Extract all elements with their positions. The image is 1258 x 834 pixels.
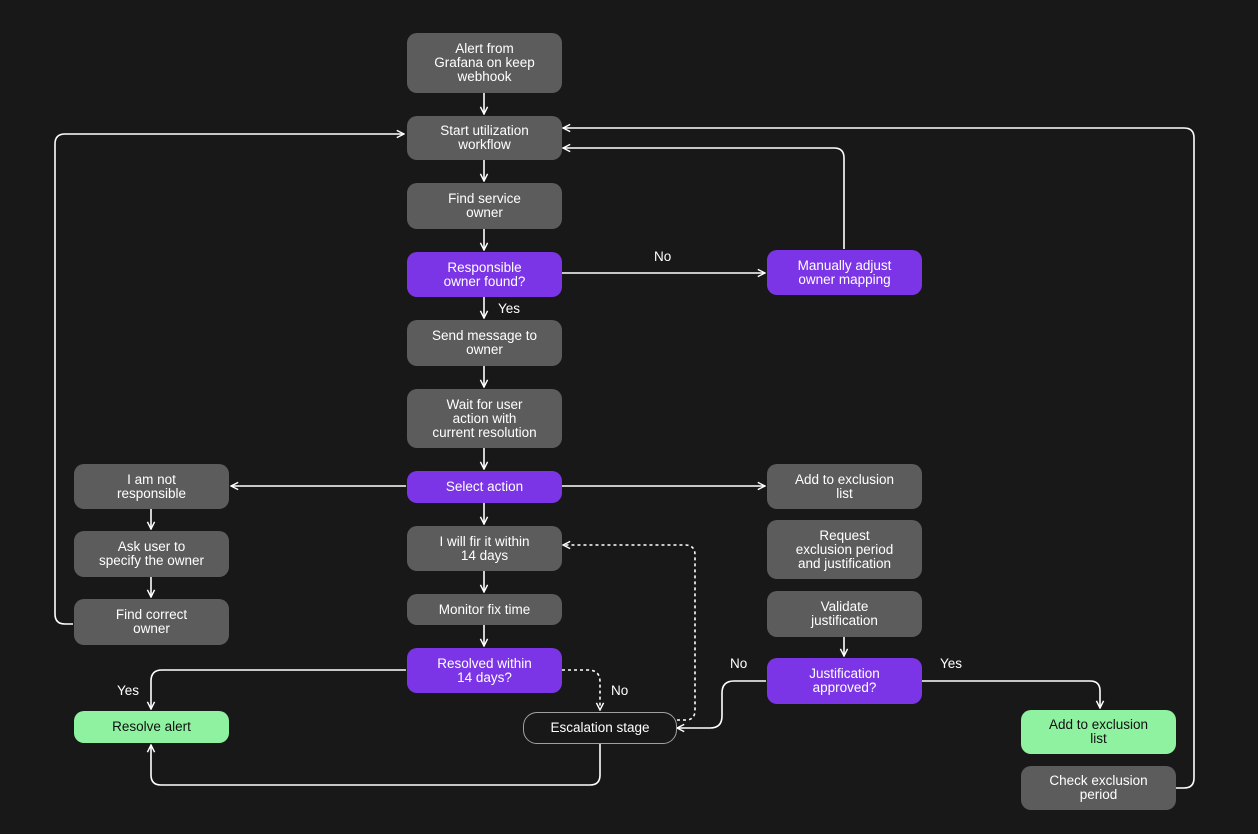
select-action-decision: Select action	[407, 471, 562, 503]
owner-found-no-label: No	[654, 249, 672, 264]
edge-manual-start	[563, 148, 845, 249]
i-am-not-responsible-node: I am not responsible	[74, 464, 229, 509]
find-correct-owner-node: Find correct owner	[74, 599, 229, 645]
validate-justification-node: Validate justification	[767, 591, 922, 637]
alert-from-grafana-node: Alert from Grafana on keep webhook	[407, 33, 562, 93]
check-exclusion-period-node: Check exclusion period	[1021, 766, 1176, 810]
add-to-exclusion-list-node: Add to exclusion list	[767, 464, 922, 509]
edge-resolved-no-dashed	[562, 669, 600, 710]
edge-findcorrect-start	[54, 134, 404, 625]
find-service-owner-node: Find service owner	[407, 183, 562, 229]
escalation-stage-node: Escalation stage	[523, 712, 677, 744]
justification-yes-label: Yes	[940, 656, 963, 671]
send-message-to-owner-node: Send message to owner	[407, 320, 562, 366]
justification-no-label: No	[730, 656, 748, 671]
start-utilization-workflow-node: Start utilization workflow	[407, 116, 562, 160]
ask-user-specify-owner-node: Ask user to specify the owner	[74, 531, 229, 577]
edge-approved-no	[677, 680, 766, 728]
justification-approved-decision: Justification approved?	[767, 658, 922, 704]
resolved-within-14-days-decision: Resolved within 14 days?	[407, 648, 562, 693]
edge-approved-yes	[922, 680, 1100, 708]
resolve-alert-node: Resolve alert	[74, 711, 229, 743]
fix-within-14-days-node: I will fir it within 14 days	[407, 526, 562, 571]
wait-for-user-action-node: Wait for user action with current resolu…	[407, 389, 562, 448]
manually-adjust-owner-mapping-node: Manually adjust owner mapping	[767, 250, 922, 295]
edge-resolved-yes	[151, 669, 406, 709]
edge-check-start	[563, 128, 1195, 789]
owner-found-yes-label: Yes	[498, 301, 521, 316]
responsible-owner-found-decision: Responsible owner found?	[407, 252, 562, 297]
edge-escalation-fix-dashed	[563, 545, 696, 721]
edge-escalation-resolve	[151, 744, 601, 786]
request-exclusion-period-node: Request exclusion period and justificati…	[767, 520, 922, 579]
resolved-no-label: No	[611, 683, 629, 698]
add-to-exclusion-list-final-node: Add to exclusion list	[1021, 710, 1176, 754]
resolved-yes-label: Yes	[117, 683, 140, 698]
monitor-fix-time-node: Monitor fix time	[407, 594, 562, 625]
